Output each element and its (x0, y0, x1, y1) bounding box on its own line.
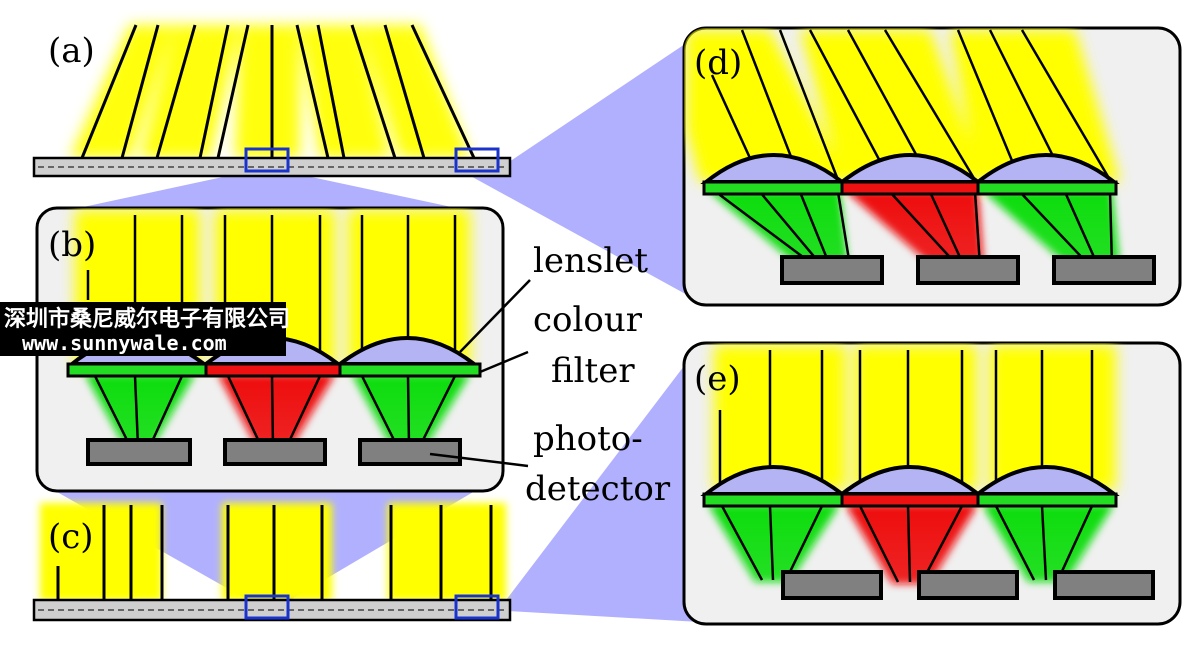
panel-c-label: (c) (48, 517, 94, 557)
panel-d-light (686, 30, 1120, 182)
panel-c-rays (56, 505, 493, 600)
panel-e: (e) (682, 341, 1182, 626)
selection-box-a-center (244, 147, 290, 173)
panel-e-label: (e) (694, 359, 741, 399)
panel-d-cones (708, 190, 1120, 268)
watermark-background (0, 302, 286, 356)
panel-c: (c) (32, 503, 512, 622)
panel-d: (d) (682, 26, 1182, 307)
panel-b-label: (b) (48, 225, 96, 265)
panel-d-photodetectors (780, 255, 1156, 285)
panel-b-filters (66, 362, 482, 378)
colour-filter-leader (479, 350, 529, 374)
panel-e-lenslets (700, 465, 1120, 496)
selection-box-c-center (244, 594, 290, 620)
selection-box-a-edge (454, 147, 500, 173)
panel-c-light (40, 503, 506, 601)
panel-b-cones (85, 374, 470, 450)
panel-e-filters (702, 492, 1118, 508)
callout-photo: photo- (533, 419, 643, 459)
watermark: 深圳市桑尼威尔电子有限公司 www.sunnywale.com (0, 302, 290, 356)
panel-a-light (70, 25, 470, 158)
panel-d-filters (702, 180, 1118, 196)
callouts: lenslet colour filter photo- detector (429, 241, 671, 509)
callout-filter: filter (551, 351, 635, 391)
panel-a: (a) (32, 24, 512, 178)
callout-detector: detector (525, 469, 671, 509)
photodetector-leader (429, 452, 529, 468)
panel-d-label: (d) (694, 43, 742, 83)
panel-d-lenslets (700, 153, 1120, 184)
panel-a-label: (a) (48, 31, 95, 71)
zoom-wedge-e (456, 345, 700, 622)
panel-b-photodetectors (86, 438, 462, 466)
callout-colour: colour (533, 300, 643, 340)
zoom-wedge-b (60, 172, 475, 212)
selection-box-c-edge (454, 594, 500, 620)
lenslet-leader (459, 279, 531, 353)
panel-e-photodetectors (781, 570, 1155, 600)
callout-lenslet: lenslet (533, 241, 648, 281)
panel-a-rays (80, 24, 476, 159)
panel-e-cones (708, 504, 1114, 584)
watermark-company: 深圳市桑尼威尔电子有限公司 (4, 306, 290, 332)
zoom-wedge-d (456, 34, 700, 302)
watermark-url: www.sunnywale.com (22, 331, 227, 355)
